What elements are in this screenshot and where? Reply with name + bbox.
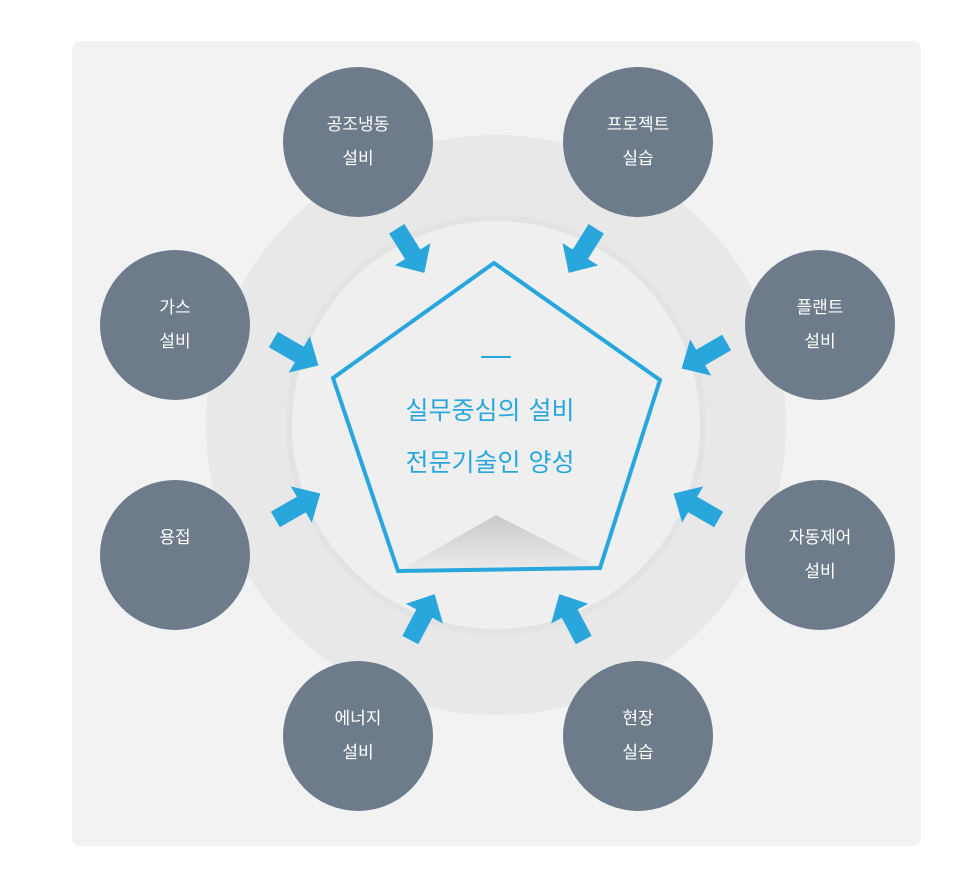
node-energy[interactable]: 에너지 설비 — [283, 661, 433, 811]
node-label-line1: 프로젝트 — [606, 115, 670, 135]
node-label-line1: 에너지 — [334, 709, 382, 729]
node-label-line2: 설비 — [342, 149, 374, 169]
node-label-line1: 용접 — [159, 528, 191, 548]
node-gas[interactable]: 가스 설비 — [100, 250, 250, 400]
arrow-icon — [402, 594, 443, 645]
center-title: 실무중심의 설비 전문기술인 양성 — [360, 385, 620, 489]
node-label-line1: 자동제어 — [788, 528, 852, 548]
node-hvac[interactable]: 공조냉동 설비 — [283, 67, 433, 217]
node-label-line1: 가스 — [159, 298, 191, 318]
node-label-line2: 설비 — [804, 562, 836, 582]
node-label-line2: 설비 — [342, 743, 374, 763]
node-label-line1: 공조냉동 — [326, 115, 390, 135]
node-label-line2: 실습 — [622, 149, 654, 169]
node-label-line1: 플랜트 — [796, 298, 844, 318]
node-label-line1: 현장 — [622, 709, 654, 729]
node-label-line2: 실습 — [622, 743, 654, 763]
node-label-line2: 설비 — [159, 332, 191, 352]
center-title-line2: 전문기술인 양성 — [405, 448, 575, 477]
arrow-icon — [268, 331, 319, 373]
arrow-icon — [551, 594, 592, 645]
inner-disc — [292, 221, 700, 629]
node-project[interactable]: 프로젝트 실습 — [563, 67, 713, 217]
center-title-line1: 실무중심의 설비 — [405, 396, 575, 425]
node-field[interactable]: 현장 실습 — [563, 661, 713, 811]
node-automation[interactable]: 자동제어 설비 — [745, 480, 895, 630]
center-dash — [481, 356, 511, 358]
arrow-icon — [681, 334, 732, 376]
arrow-icon — [270, 486, 321, 528]
arrow-icon — [673, 486, 724, 528]
center-pentagon — [330, 260, 663, 574]
node-plant[interactable]: 플랜트 설비 — [745, 250, 895, 400]
pentagon-shade — [398, 515, 600, 571]
node-label-line2: 설비 — [804, 332, 836, 352]
arrow-icon — [389, 224, 431, 273]
arrow-icon — [562, 224, 604, 273]
node-welding[interactable]: 용접 — [100, 480, 250, 630]
